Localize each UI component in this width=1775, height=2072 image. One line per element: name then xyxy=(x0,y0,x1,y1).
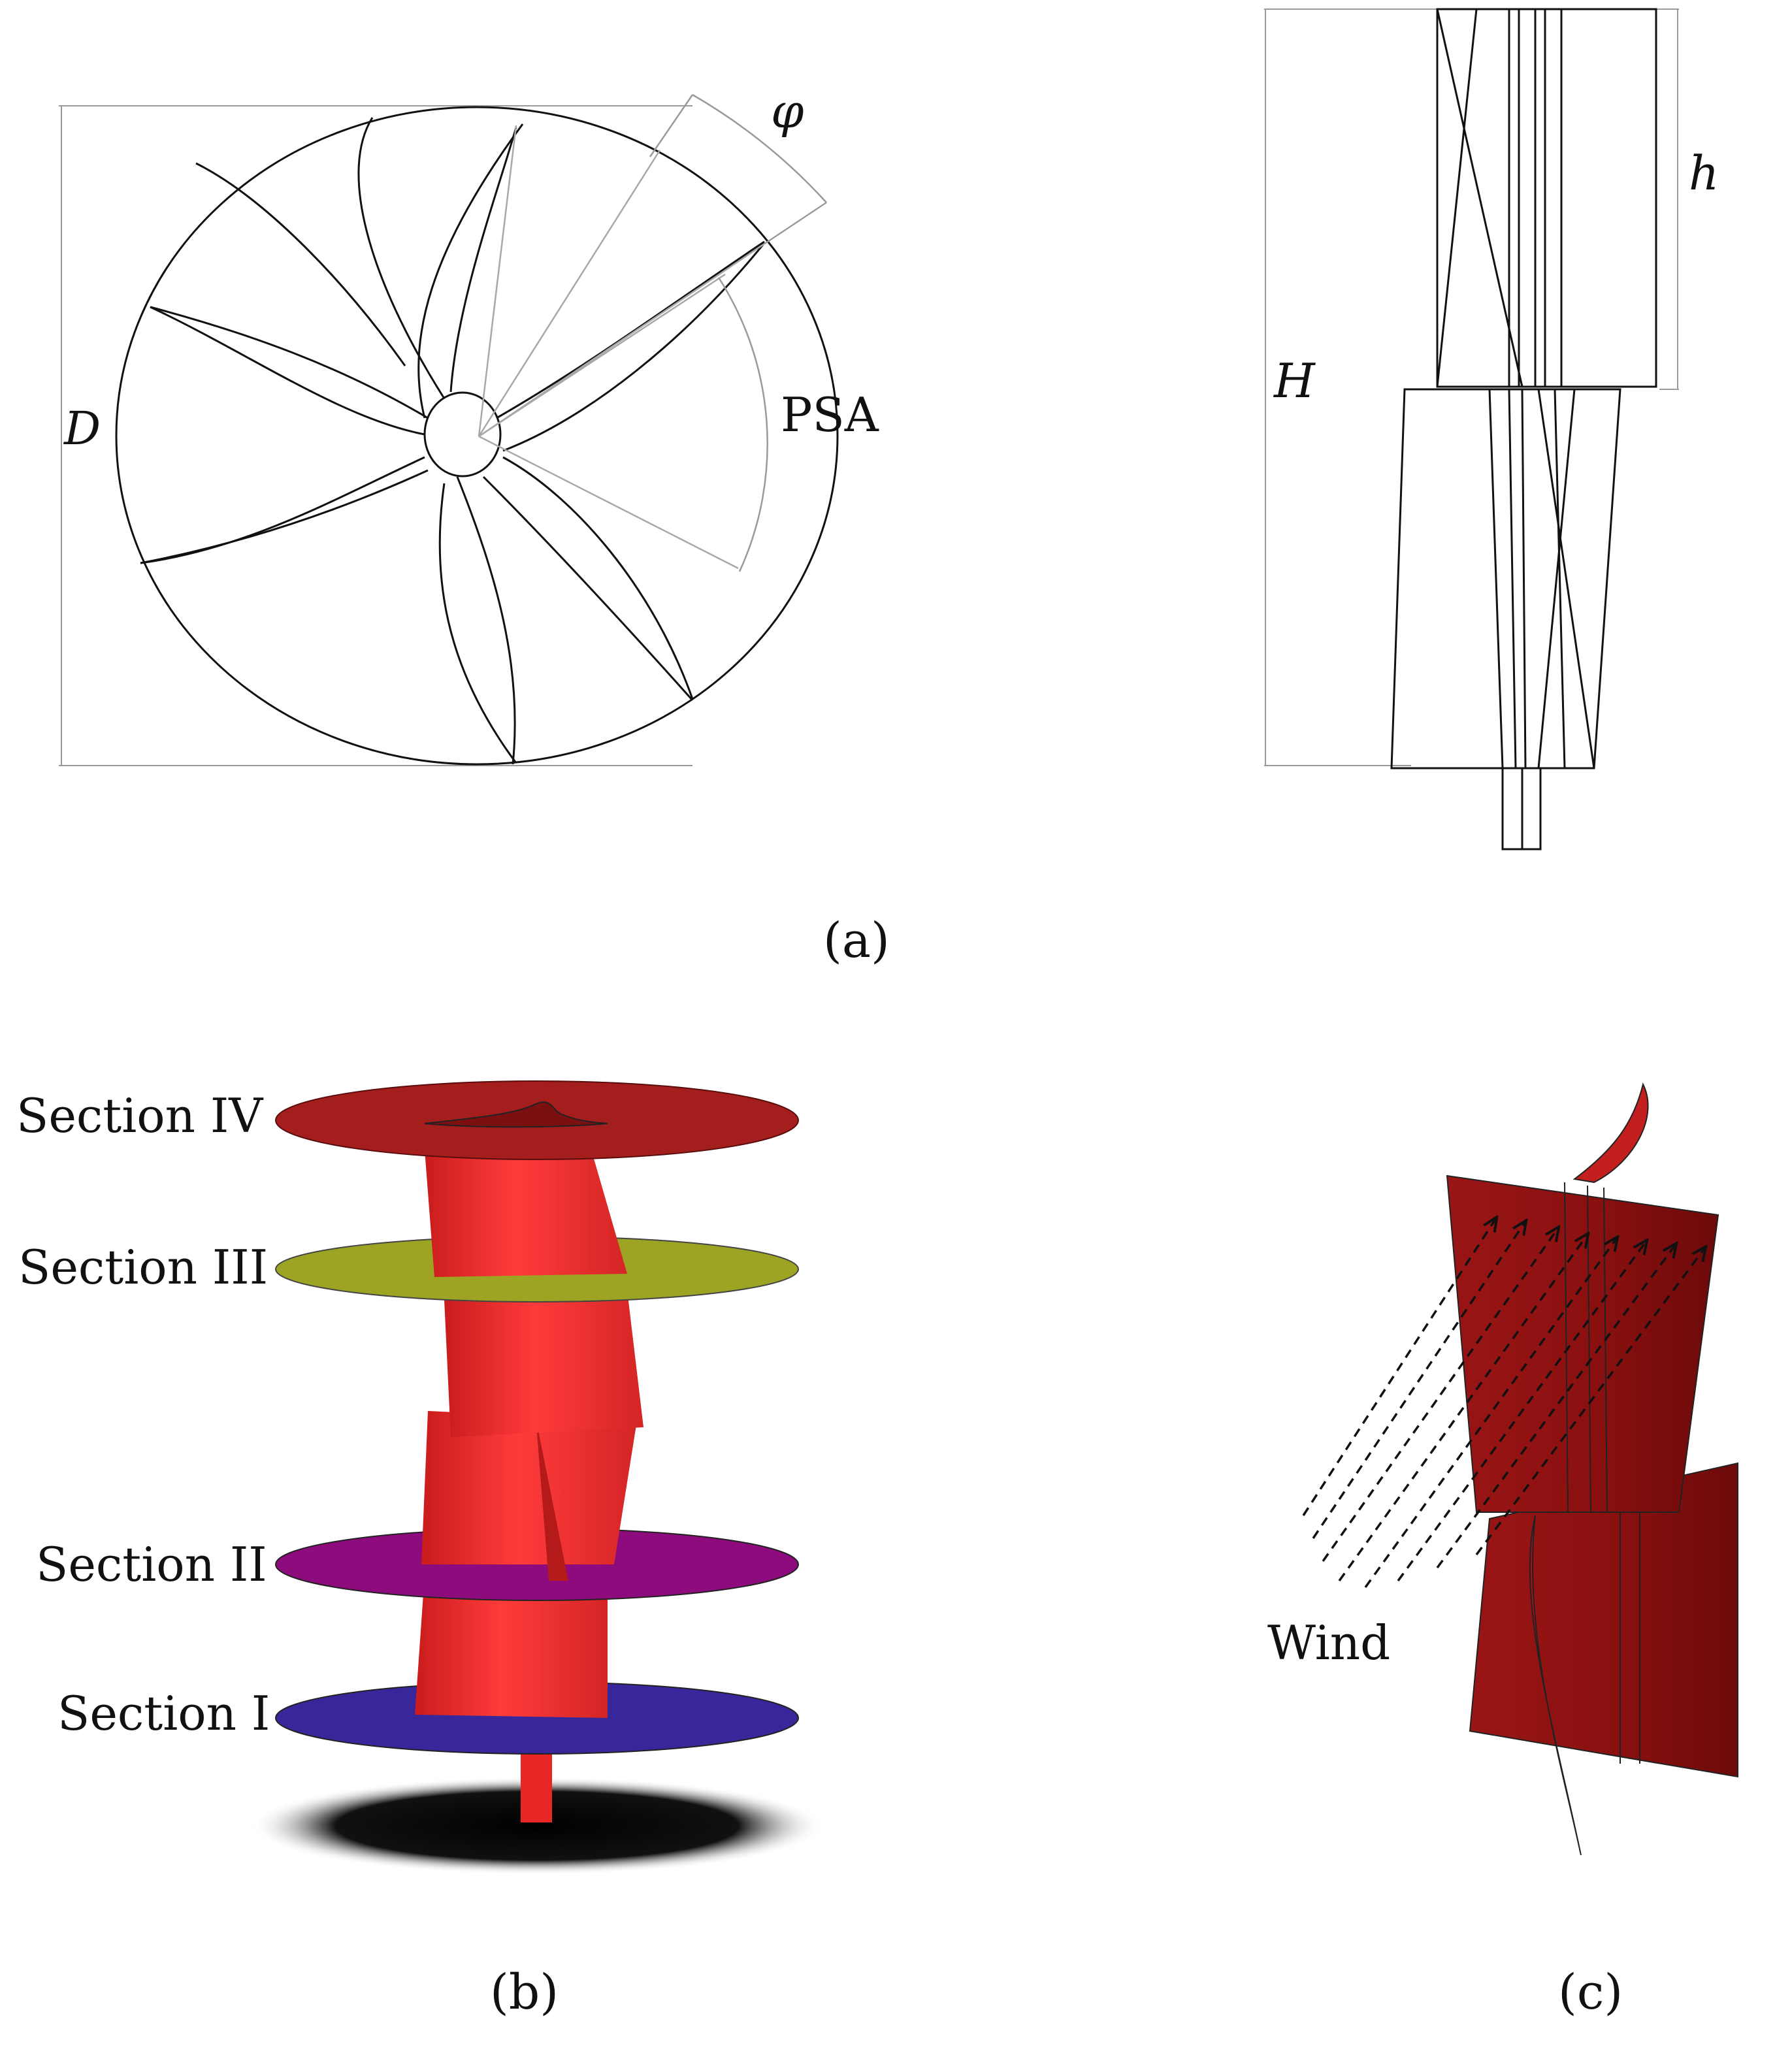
top-blade-segment xyxy=(425,1150,627,1277)
caption-b: (b) xyxy=(490,1964,559,2020)
wind-flow-rotor-3d xyxy=(1302,1082,1738,1856)
hub-circle xyxy=(423,391,502,478)
construction-lines xyxy=(478,125,766,570)
upper-rotor-body xyxy=(1446,1174,1719,1513)
top-view-drawing xyxy=(59,93,839,766)
stage-height-label: h xyxy=(1689,146,1719,201)
wind-label: Wind xyxy=(1267,1615,1390,1670)
sectioned-rotor-3d xyxy=(250,1080,824,1875)
blade-span-label: PSA xyxy=(781,387,879,442)
ground-shadow xyxy=(250,1777,824,1875)
section-ii-label: Section II xyxy=(36,1537,267,1592)
twist-angle-label: φ xyxy=(771,84,804,138)
diameter-label: D xyxy=(63,402,101,455)
caption-c: (c) xyxy=(1558,1964,1623,2020)
twist-angle-dimension xyxy=(649,93,827,244)
wind-streamlines xyxy=(1302,1218,1705,1589)
section-iii-label: Section III xyxy=(18,1240,268,1295)
upper-stage-box xyxy=(1436,8,1657,388)
blade-curves xyxy=(140,117,766,765)
section-i-label: Section I xyxy=(57,1686,270,1741)
upper-middle-blade xyxy=(444,1290,643,1437)
top-blade-fin xyxy=(1572,1082,1649,1184)
lower-blade-segment xyxy=(415,1594,608,1718)
rotor-outline-circle xyxy=(115,106,839,766)
caption-a: (a) xyxy=(823,913,890,969)
middle-lower-blade xyxy=(421,1411,637,1564)
section-iv-label: Section IV xyxy=(16,1088,264,1143)
side-view-drawing xyxy=(1264,8,1679,850)
total-height-label: H xyxy=(1273,353,1316,408)
psa-angle-dimension xyxy=(717,277,768,572)
diameter-dimension xyxy=(59,105,692,766)
airfoil-cut-outline xyxy=(424,1101,608,1128)
